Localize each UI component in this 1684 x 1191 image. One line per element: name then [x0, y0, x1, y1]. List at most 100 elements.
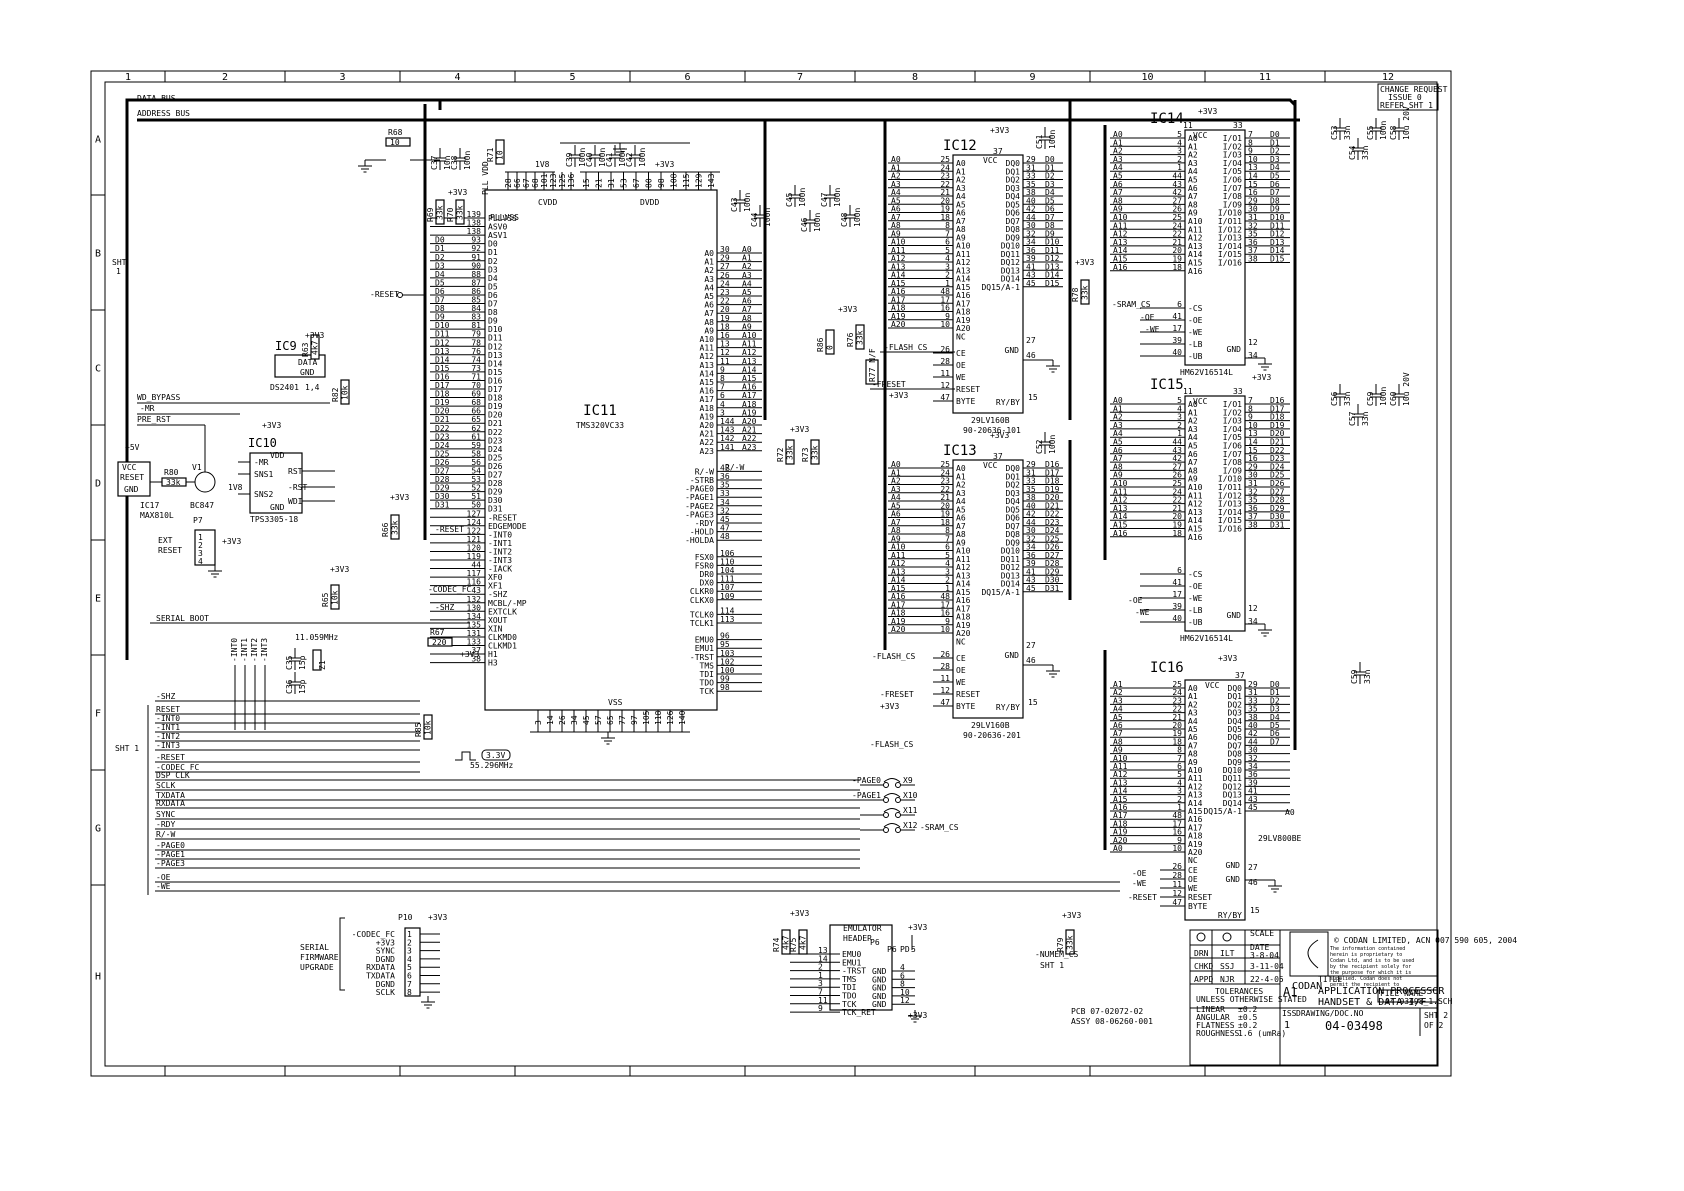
pin-number: 27 [1026, 336, 1036, 345]
pin-name: A0 [1188, 400, 1198, 409]
pin-name: I/O8 [1223, 458, 1242, 467]
pin-number: 132 [467, 595, 482, 604]
pin-number: 12 [940, 381, 950, 390]
net-label: A16 [1113, 263, 1128, 272]
net-label: D25 [1045, 534, 1060, 543]
net-label: -INT0 [156, 714, 180, 723]
pin-name: NC [956, 637, 966, 646]
pin-name: A1 [704, 258, 714, 267]
filename-label: FILE NAME [1380, 989, 1424, 998]
net-label: -PAGE0 [852, 776, 881, 785]
initials: ILT [1220, 949, 1235, 958]
ic11-part: TMS320VC33 [576, 421, 624, 430]
pin-name: I/O16 [1218, 259, 1242, 268]
net-label: A1 [1113, 404, 1123, 413]
pin-number: 102 [720, 657, 735, 666]
pin-number: 56 [471, 458, 481, 467]
pin-number: 21 [1172, 504, 1182, 513]
pin-name: A12 [1188, 234, 1203, 243]
pin-name: DQ11 [1001, 250, 1020, 259]
ic11-ref: IC11 [583, 403, 617, 419]
pin-name: D8 [488, 308, 498, 317]
pin-number: 1 [1177, 803, 1182, 812]
pin-name: A1 [1188, 408, 1198, 417]
pin-name: DQ13 [1001, 571, 1020, 580]
pin-name: H3 [488, 659, 498, 668]
net-label: -RESET [1128, 893, 1157, 902]
jumper-ref: X10 [903, 791, 918, 800]
part-number: HM62V16514L [1180, 368, 1233, 377]
pin-number: 93 [471, 236, 481, 245]
net-label: -SRAM_CS [1112, 300, 1151, 309]
capacitor-value: 100n [833, 188, 842, 207]
pin-name: A11 [1188, 225, 1203, 234]
pin-name: D4 [488, 274, 498, 283]
net-label: -FLASH_CS [870, 740, 914, 749]
pin-number: 77 [618, 715, 627, 725]
pin-number: 50 [471, 501, 481, 510]
net-label: A6 [891, 205, 901, 214]
net-label: D16 [435, 372, 450, 381]
pin-name: A17 [700, 395, 715, 404]
pin-number: 5 [1177, 396, 1182, 405]
capacitor-ref: C40 [585, 152, 594, 167]
net-label: D29 [1045, 567, 1060, 576]
capacitor-ref: C37 [430, 155, 439, 170]
pin-number: 3 [945, 262, 950, 271]
ic9-body [274, 354, 326, 378]
net-label: A3 [1113, 696, 1123, 705]
pin-name: EMU1 [695, 644, 714, 653]
pin-name: CLKR0 [690, 587, 714, 596]
pin-name: A16 [1188, 815, 1203, 824]
sheet-ref: SHT [112, 258, 127, 267]
pin-name: A3 [956, 489, 966, 498]
pin-number: 45 [582, 715, 591, 725]
pin-number: 7 [1248, 130, 1253, 139]
sheet-total: OF 2 [1424, 1021, 1443, 1030]
capacitor-ref: C44 [750, 212, 759, 227]
net-label: A8 [1113, 196, 1123, 205]
pin-name: OE [956, 666, 966, 675]
pin-name: A10 [956, 242, 971, 251]
pin-number: 30 [1026, 221, 1036, 230]
net-label: -PAGE1 [156, 850, 185, 859]
pin-number: 22 [1172, 705, 1182, 714]
pin-number: 27 [1248, 863, 1258, 872]
pin-number: 34 [570, 715, 579, 725]
pin-number: 12 [720, 348, 730, 357]
rail-label: +3V3 [448, 188, 467, 197]
pin-name: I/O7 [1223, 184, 1242, 193]
net-label: D21 [1045, 501, 1060, 510]
pin-name: A15 [1188, 259, 1203, 268]
net-label: A6 [1113, 446, 1123, 455]
pin-name: A12 [1188, 782, 1203, 791]
pin-name: A10 [956, 547, 971, 556]
net-label: A19 [742, 408, 757, 417]
pin-number: 19 [1172, 521, 1182, 530]
pin-number: 26 [720, 271, 730, 280]
pin-number: 1 [407, 930, 412, 939]
pin-number: 33 [1233, 387, 1243, 396]
pin-name: TCLK1 [690, 619, 714, 628]
rail-label: +3V3 [790, 909, 809, 918]
pin-name: A9 [1188, 758, 1198, 767]
net-label: A14 [1113, 787, 1128, 796]
pin-name: GND [1005, 651, 1020, 660]
net-label: D10 [1045, 238, 1060, 247]
pin-number: 23 [940, 477, 950, 486]
pin-number: 136 [567, 173, 576, 188]
pin-name: DQ11 [1001, 555, 1020, 564]
pin-name: D6 [488, 291, 498, 300]
pin-number: 106 [720, 549, 735, 558]
pin-name: A8 [704, 318, 714, 327]
pin-number: 14 [818, 954, 828, 963]
rail-label: +3V3 [390, 493, 409, 502]
pin-name: GND [1227, 611, 1242, 620]
pin-number: 39 [1026, 559, 1036, 568]
pin-name: TCK [700, 687, 715, 696]
assy-number: ASSY 08-06260-001 [1071, 1017, 1153, 1026]
pin-name: D24 [488, 445, 503, 454]
left-net-labels: -SHZRESET-INT0-INT1-INT2-INT3-RESET-CODE… [115, 525, 1120, 895]
pin-name: DX0 [700, 579, 715, 588]
capacitor-value: 100n [638, 148, 647, 167]
